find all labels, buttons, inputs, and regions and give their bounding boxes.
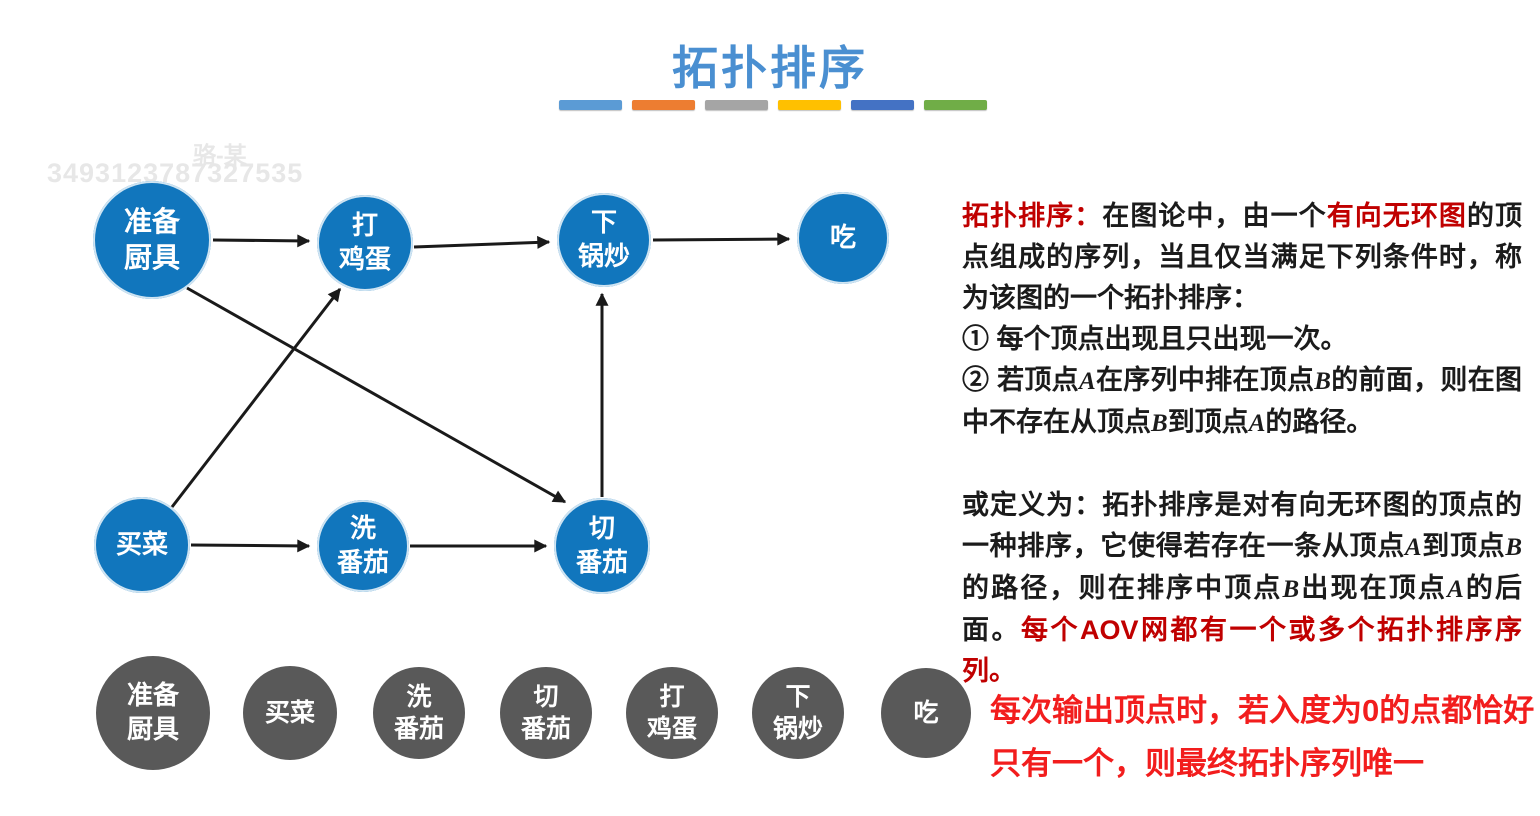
node-label-line: 番茄 — [575, 547, 628, 577]
node-label-line: 下 — [785, 682, 811, 711]
divider-bar-gold — [778, 100, 841, 110]
definition-highlight-dag: 有向无环图 — [1326, 201, 1467, 231]
alt-text-part: 的后面。 — [962, 573, 1523, 645]
node-label-line: 番茄 — [393, 715, 444, 743]
condition-1: ① 每个顶点出现且只出现一次。 — [962, 324, 1348, 354]
graph-node-buy-groceries: 买菜 — [94, 497, 190, 593]
vertex-A: A — [1248, 410, 1266, 437]
alt-text-part: 出现在顶点 — [1299, 573, 1448, 603]
definition-text-part: 在图论中，由一个 — [1102, 201, 1327, 231]
condition-2: ② 若顶点A在序列中排在顶点B的前面，则在图中不存在从顶点B到顶点A的路径。 — [962, 360, 1522, 444]
node-label-line: 鸡蛋 — [646, 715, 697, 743]
definition-text: 拓扑排序：在图论中，由一个有向无环图的顶点组成的序列，当且仅当满足下列条件时，称… — [962, 196, 1522, 692]
node-label-line: 切 — [588, 513, 615, 544]
graph-node-wash-tomato: 洗 番茄 — [317, 500, 409, 592]
node-label-line: 切 — [533, 682, 559, 711]
condition-text-part: 的前面，则在图中不存在从顶点 — [962, 365, 1523, 437]
alternative-definition: 或定义为：拓扑排序是对有向无环图的顶点的一种排序，它使得若存在一条从顶点A到顶点… — [962, 485, 1522, 692]
divider-bar-green — [924, 100, 987, 110]
node-label-line: 番茄 — [520, 715, 571, 743]
alt-text-part: 或定义为：拓扑排序是对有向无环图的顶点的一种排序，它使得若存在一条从顶点 — [962, 490, 1522, 561]
sequence-node-beat-eggs: 打 鸡蛋 — [626, 667, 718, 759]
vertex-B: B — [1505, 534, 1523, 561]
divider-bar-blue — [559, 100, 622, 110]
vertex-B: B — [1151, 410, 1168, 437]
node-label-line: 准备 — [126, 680, 179, 711]
node-label-line: 鸡蛋 — [338, 244, 391, 274]
edge-buy-wash — [190, 539, 311, 553]
node-label-line: 厨具 — [123, 242, 180, 273]
vertex-B: B — [1282, 576, 1300, 603]
vertex-B: B — [1314, 368, 1331, 395]
node-label-line: 洗 — [406, 682, 432, 711]
edge-kitchen-cut — [186, 286, 567, 504]
definition-term: 拓扑排序： — [962, 201, 1103, 231]
graph-node-prepare-kitchenware: 准备 厨具 — [93, 181, 211, 299]
condition-text-part: 到顶点 — [1167, 407, 1249, 437]
sequence-node-stir-fry: 下 锅炒 — [752, 667, 844, 759]
graph-node-cut-tomato: 切 番茄 — [554, 498, 650, 594]
node-label-line: 买菜 — [264, 698, 315, 727]
node-label-line: 锅炒 — [772, 715, 823, 743]
page-title: 拓扑排序 — [672, 42, 868, 94]
alt-text-part: 到顶点 — [1421, 531, 1506, 561]
graph-node-stir-fry: 下 锅炒 — [557, 193, 651, 287]
node-label-line: 下 — [590, 207, 617, 238]
sequence-node-prepare-kitchenware: 准备 厨具 — [96, 656, 210, 770]
vertex-A: A — [1404, 534, 1422, 561]
node-label-line: 吃 — [913, 698, 939, 727]
node-label-line: 买菜 — [115, 529, 168, 560]
condition-text-part: 的路径。 — [1265, 407, 1374, 437]
node-label-line: 番茄 — [336, 547, 389, 577]
title-divider-bars — [559, 100, 989, 110]
condition-text-part: ② 若顶点 — [962, 365, 1079, 395]
alt-text-part: 的路径，则在排序中顶点 — [962, 573, 1283, 603]
sequence-node-buy-groceries: 买菜 — [243, 666, 337, 760]
aov-highlight: 每个AOV网都有一个或多个拓扑排序序列。 — [962, 615, 1522, 686]
node-label-line: 吃 — [829, 222, 856, 253]
definition-paragraph: 拓扑排序：在图论中，由一个有向无环图的顶点组成的序列，当且仅当满足下列条件时，称… — [962, 196, 1522, 319]
watermark-id: 3493123787327535 — [47, 158, 304, 188]
divider-bar-gray — [705, 100, 768, 110]
graph-node-beat-eggs: 打 鸡蛋 — [317, 195, 413, 291]
node-label-line: 洗 — [349, 513, 376, 544]
vertex-A: A — [1078, 368, 1096, 395]
divider-bar-darkblue — [851, 100, 914, 110]
edge-stirfry-eat — [652, 232, 791, 246]
condition-text-part: 在序列中排在顶点 — [1095, 365, 1315, 395]
sequence-node-wash-tomato: 洗 番茄 — [373, 667, 465, 759]
graph-node-eat: 吃 — [797, 192, 889, 284]
watermark-name: 骆-某 — [193, 142, 247, 168]
node-label-line: 打 — [351, 210, 378, 241]
node-label-line: 厨具 — [126, 714, 179, 744]
uniqueness-note: 每次输出顶点时，若入度为0的点都恰好只有一个，则最终拓扑序列唯一 — [990, 693, 1535, 781]
edge-eggs-stirfry — [413, 235, 551, 249]
divider-bar-orange — [632, 100, 695, 110]
sequence-node-cut-tomato: 切 番茄 — [500, 667, 592, 759]
node-label-line: 准备 — [123, 205, 180, 237]
definition-text-part: 的顶点组成的序列，当且仅当满足下列条件时，称为该图的一个拓扑排序： — [962, 201, 1523, 313]
edge-buy-eggs — [170, 287, 342, 508]
node-label-line: 锅炒 — [577, 241, 630, 271]
edge-kitchen-eggs — [212, 234, 311, 248]
vertex-A: A — [1447, 576, 1464, 603]
sequence-node-eat: 吃 — [881, 668, 971, 758]
node-label-line: 打 — [659, 682, 685, 711]
